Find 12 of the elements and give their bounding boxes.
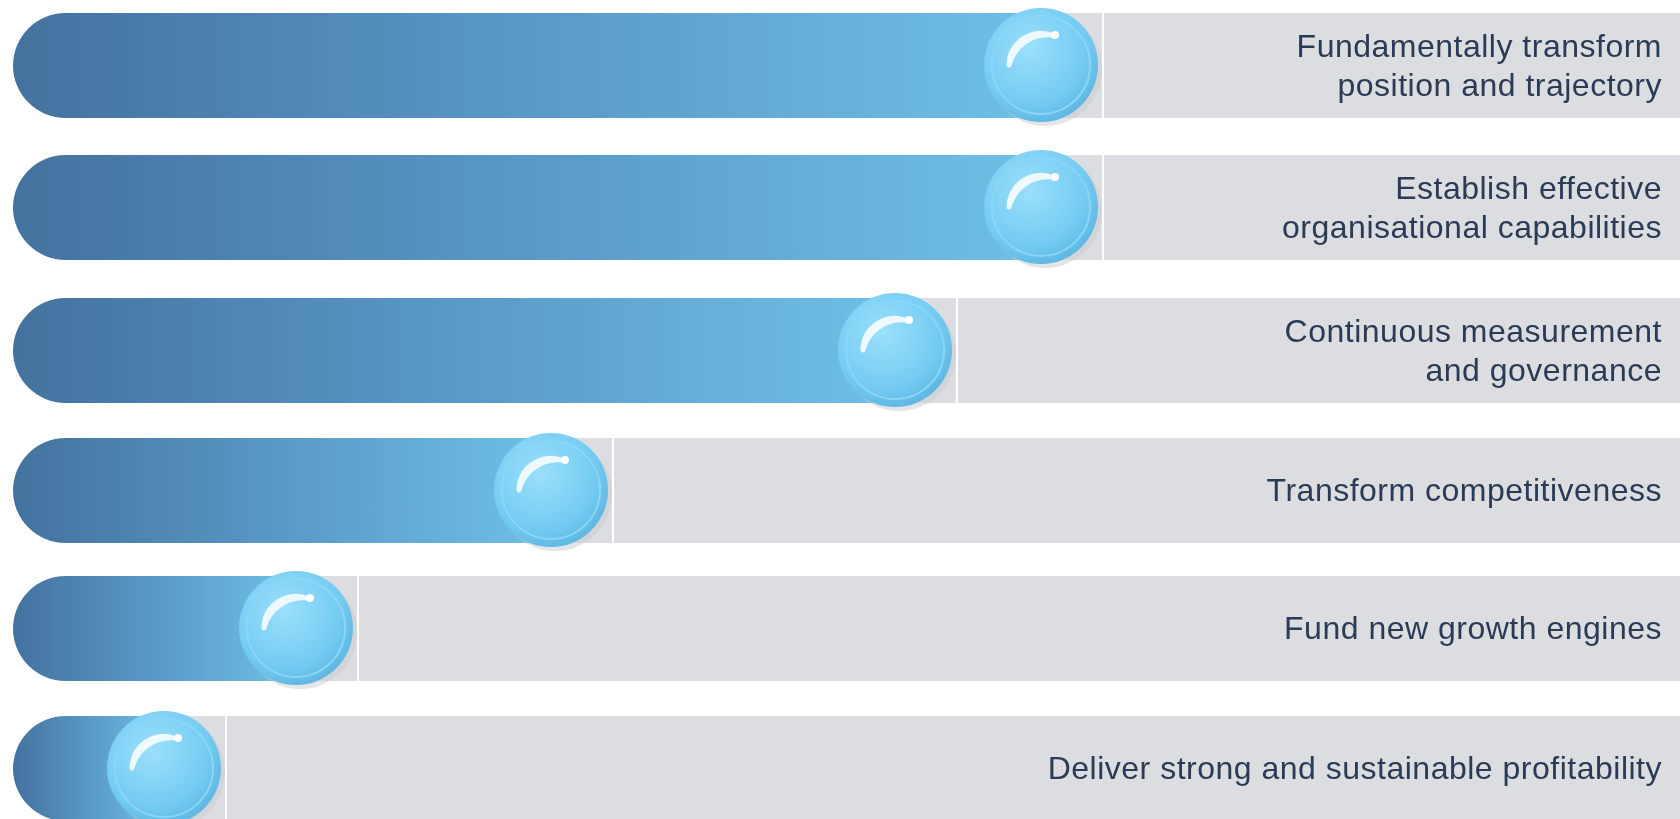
goal-text: Continuous measurement and governance bbox=[1283, 312, 1662, 389]
goal-text: Transform competitiveness bbox=[1266, 471, 1662, 510]
progress-track bbox=[958, 298, 1680, 403]
goal-text: Fundamentally transform position and trajectory bbox=[1295, 27, 1662, 104]
progress-track bbox=[614, 438, 1680, 543]
goal-text: Establish effective organisational capabilities bbox=[1281, 169, 1662, 246]
progress-track bbox=[1104, 13, 1680, 118]
progress-track bbox=[1104, 155, 1680, 260]
progress-track bbox=[359, 576, 1680, 681]
goal-text: Fund new growth engines bbox=[1284, 609, 1662, 648]
progress-track bbox=[227, 716, 1680, 819]
goal-text: Deliver strong and sustainable profitability bbox=[1047, 749, 1662, 788]
